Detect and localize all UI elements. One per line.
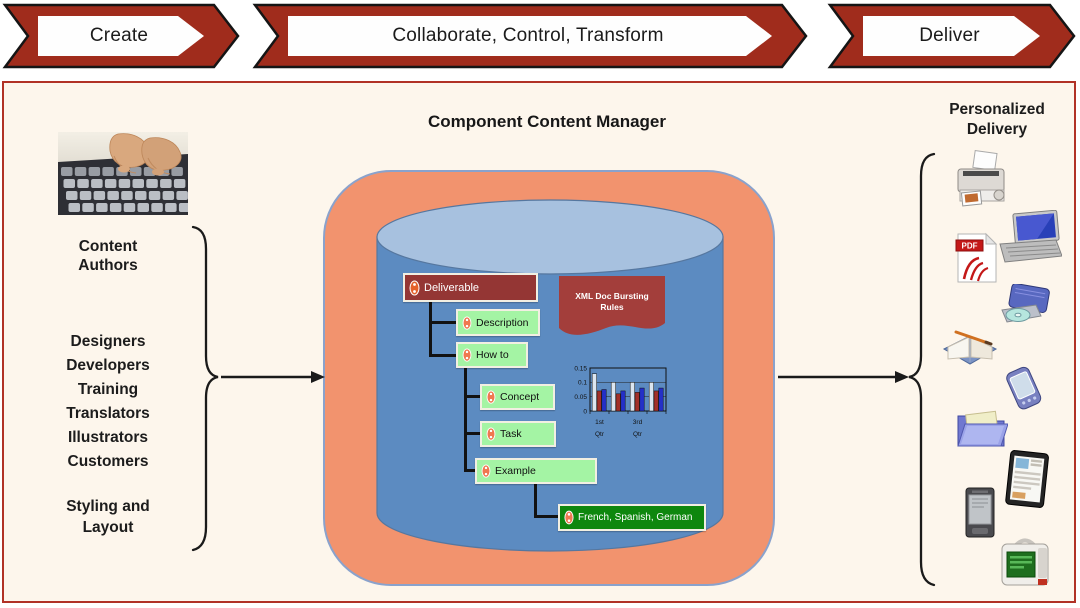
book-icon [942,330,998,365]
node-label: Concept [500,391,540,403]
cd-drive-icon [1001,284,1050,323]
svg-text:Qtr: Qtr [595,431,605,438]
svg-text:1st: 1st [595,419,604,426]
handheld-device-icon [1006,366,1042,410]
xml-component-icon [564,510,574,525]
svg-text:0.15: 0.15 [574,365,587,372]
contributors-label: Designers Developers Training Translator… [66,333,150,470]
banner-label: Create [89,25,149,46]
xml-component-icon [462,348,472,362]
xml-component-icon [486,390,496,404]
content-authors-label: Content Authors [78,238,138,274]
tree-connector [464,432,481,435]
node-label: French, Spanish, German [578,512,693,523]
tree-node-task: Task [480,421,556,447]
node-label: Deliverable [424,281,480,294]
svg-text:0: 0 [583,408,587,415]
xml-bursting-rules-box: XML Doc Bursting Rules [558,275,666,341]
node-label: How to [476,349,509,361]
tree-connector [464,395,481,398]
hands [109,133,182,176]
banner-label: Collaborate, Control, Transform [392,25,664,46]
node-label: Task [500,428,522,440]
xml-component-icon [486,427,496,441]
banner-step-collaborate: Collaborate, Control, Transform [252,2,810,70]
tree-node-languages: French, Spanish, German [558,504,706,531]
chevron-arrow-shape [252,3,808,69]
laptop-icon [999,210,1062,263]
e-reader-icon [965,487,995,538]
keyboard-keys [61,167,188,212]
svg-text:3rd: 3rd [633,419,643,426]
styling-layout-label: Styling and Layout [66,498,150,536]
tree-node-concept: Concept [480,384,555,410]
pdf-document-icon: PDF [955,232,998,283]
tree-connector [464,368,467,472]
svg-text:Qtr: Qtr [633,431,643,438]
node-label: Description [476,316,529,329]
pdf-label: PDF [962,242,978,251]
component-content-manager-title: Component Content Manager [428,112,666,131]
xml-component-icon [481,464,491,478]
node-label: Example [495,465,536,477]
chevron-arrow-shape [827,3,1076,69]
xml-component-icon [462,315,472,330]
svg-text:0.05: 0.05 [574,394,587,401]
tablet-icon [1005,450,1049,508]
portable-printer-icon [1001,538,1049,586]
tree-node-example: Example [475,458,597,484]
rules-label: XML Doc Bursting Rules [575,291,649,312]
tree-connector [429,321,457,324]
svg-text:0.1: 0.1 [578,380,587,387]
tree-node-description: Description [456,309,540,336]
banner-label: Deliver [919,25,980,46]
folder-icon [957,410,1008,447]
document-shape [559,276,665,335]
personalized-delivery-title: Personalized Delivery [949,101,1045,138]
tree-node-deliverable: Deliverable [403,273,538,302]
chevron-arrow-shape [2,3,240,69]
tree-connector [464,469,476,472]
tree-node-how-to: How to [456,342,528,368]
tree-connector [534,484,537,518]
printer-icon [957,150,1005,207]
xml-component-icon [409,280,420,295]
banner-step-create: Create [2,2,242,70]
banner-step-deliver: Deliver [827,2,1078,70]
tree-connector [429,354,457,357]
tree-connector [429,302,432,357]
hands-typing-photo [58,132,188,215]
tree-connector [534,515,559,518]
